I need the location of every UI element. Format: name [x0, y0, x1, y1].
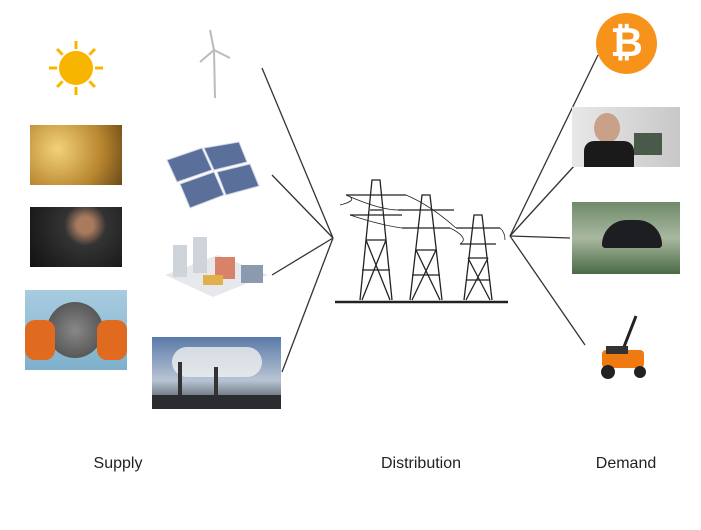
uranium-disc-image [25, 290, 127, 370]
supply-label: Supply [93, 455, 143, 472]
person-with-chip-image [572, 107, 680, 167]
line-wind-to-grid [261, 67, 334, 239]
line-smokestack-to-grid [281, 237, 334, 373]
line-grid-to-bitcoin [509, 54, 599, 237]
line-grid-to-umbrella [509, 235, 571, 239]
smokestacks-image [152, 337, 281, 409]
sun-icon [48, 40, 104, 96]
coal-image [30, 207, 122, 267]
transmission-towers-icon [335, 179, 508, 304]
line-grid-to-mower [509, 235, 586, 346]
distribution-label: Distribution [380, 455, 462, 472]
lawn-mower-image [596, 312, 652, 382]
bitcoin-icon: ₿ [596, 13, 657, 74]
solar-panels-image [162, 140, 262, 210]
line-plant-to-grid [271, 237, 334, 276]
power-plant-image [163, 235, 270, 300]
gold-ore-image [30, 125, 122, 185]
line-grid-to-chip [509, 164, 576, 237]
wind-turbine-icon [196, 28, 236, 100]
demand-label: Demand [595, 455, 657, 472]
line-solar-to-grid [271, 174, 334, 239]
umbrella-rain-image [572, 202, 680, 274]
